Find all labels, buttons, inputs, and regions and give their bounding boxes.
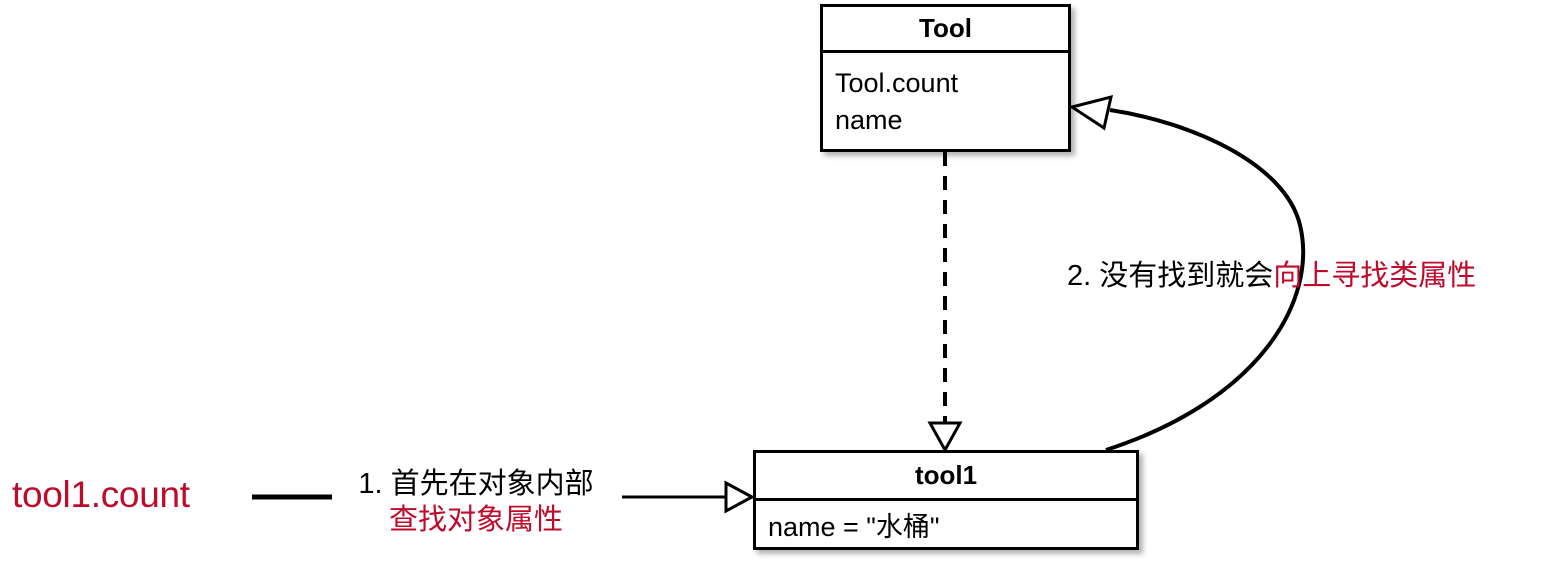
class-box-tool-title: Tool bbox=[823, 7, 1068, 53]
object-box-tool1[interactable]: tool1 name = "水桶" bbox=[753, 450, 1139, 550]
step-2-line-2: 向上寻找类属性 bbox=[1273, 260, 1477, 292]
class-box-tool-attributes: Tool.count name bbox=[823, 53, 1068, 149]
class-attribute-name: name bbox=[835, 105, 903, 135]
lookup-arrow-head bbox=[724, 480, 756, 514]
class-attribute-count: Tool.count bbox=[835, 68, 959, 98]
object-attribute-name: name = "水桶" bbox=[768, 511, 940, 542]
object-box-tool1-title: tool1 bbox=[756, 453, 1136, 501]
step-1-line-2: 查找对象属性 bbox=[388, 504, 563, 536]
class-box-tool[interactable]: Tool Tool.count name bbox=[820, 4, 1071, 152]
instantiation-arrow-head bbox=[927, 421, 963, 454]
step-1-label: 1. 首先在对象内部 查找对象属性 bbox=[335, 466, 617, 538]
inheritance-arrow-head bbox=[1068, 94, 1114, 131]
step-1-line-1: 1. 首先在对象内部 bbox=[358, 468, 594, 500]
expression-label: tool1.count bbox=[12, 474, 190, 515]
step-2-label: 2. 没有找到就会向上寻找类属性 bbox=[1067, 252, 1476, 294]
step-2-line-1: 2. 没有找到就会 bbox=[1067, 260, 1274, 292]
object-box-tool1-attributes: name = "水桶" bbox=[756, 501, 1136, 547]
